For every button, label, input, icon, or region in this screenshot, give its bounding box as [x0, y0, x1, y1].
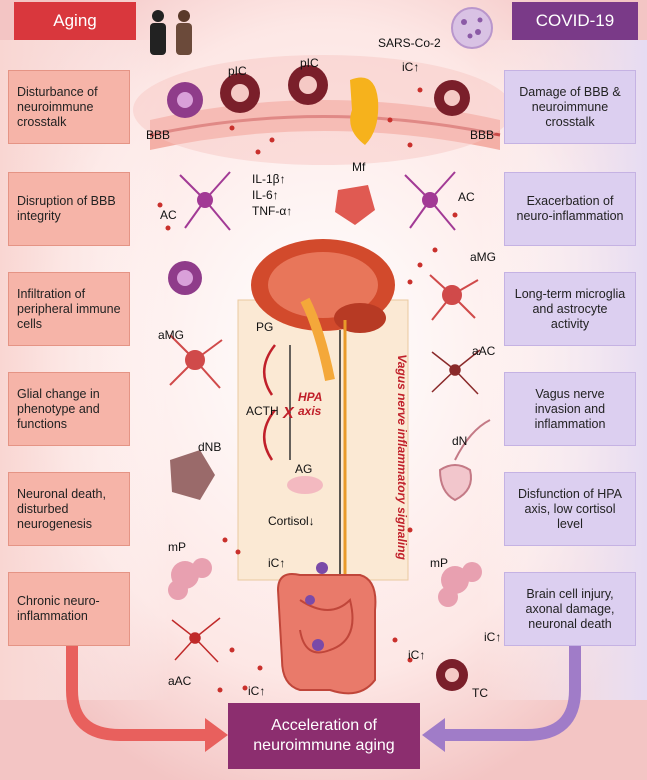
label-amg-right: aMG	[470, 250, 497, 264]
label-bbb-left: BBB	[146, 128, 171, 142]
label-acth: ACTH	[246, 404, 279, 418]
covid-item-6: Brain cell injury, axonal damage, neuron…	[504, 572, 636, 646]
aging-item-3: Infiltration of peripheral immune cells	[8, 272, 130, 346]
label-ic-mid-left: iC↑	[268, 556, 286, 570]
immune-cell-pic	[220, 73, 260, 113]
covid-item-3: Long-term microglia and astrocyte activi…	[504, 272, 636, 346]
immune-cell-left	[167, 82, 203, 118]
covid-item-5: Disfunction of HPA axis, low cortisol le…	[504, 472, 636, 546]
covid-item-1: Damage of BBB & neuroimmune crosstalk	[504, 70, 636, 144]
aging-item-2: Disruption of BBB integrity	[8, 172, 130, 246]
activated-astrocyte-right	[431, 349, 481, 395]
label-vagus: Vagus nerve inflammatory signaling	[395, 354, 409, 560]
aging-item-4: Glial change in phenotype and functions	[8, 372, 130, 446]
label-dnb: dNB	[198, 440, 222, 454]
label-amg-left: aMG	[158, 328, 185, 342]
macrophage-cell	[350, 77, 379, 145]
label-pic-2: pIC	[300, 56, 319, 70]
label-aac-right: aAC	[472, 344, 496, 358]
label-tc: TC	[472, 686, 488, 700]
cytokine-dots	[157, 87, 458, 693]
label-aac-left: aAC	[168, 674, 192, 688]
covid-flow-arrow	[445, 640, 581, 741]
aging-header: Aging	[14, 2, 136, 40]
macrophage-cluster-right	[438, 562, 482, 607]
label-ic-bottom: iC↑	[248, 684, 266, 698]
damaged-neuron-right	[438, 419, 491, 502]
aging-arrowhead	[205, 718, 228, 752]
aging-flow-arrow	[66, 640, 205, 741]
macrophage-cluster-left	[168, 558, 212, 600]
covid-item-2: Exacerbation of neuro-inflammation	[504, 172, 636, 246]
activated-microglia-right	[429, 274, 479, 321]
label-ic-low-right: iC↑	[408, 648, 426, 662]
degenerating-neuron-body	[170, 450, 215, 500]
sars-cov-2-virus-icon	[451, 7, 493, 49]
covid-item-4: Vagus nerve invasion and inflammation	[504, 372, 636, 446]
covid-header: COVID-19	[512, 2, 638, 40]
label-pic-1: pIC	[228, 64, 247, 78]
label-ag: AG	[295, 462, 313, 476]
activated-astrocyte-left	[171, 617, 221, 663]
activated-microglia-left	[169, 334, 223, 389]
brain-illustration	[251, 239, 395, 381]
label-ac-left: AC	[160, 208, 177, 222]
adrenal-gland	[287, 476, 323, 494]
label-il6: IL-6↑	[252, 188, 279, 202]
label-tnf: TNF-α↑	[252, 204, 293, 218]
label-ac-right: AC	[458, 190, 475, 204]
result-box: Acceleration of neuroimmune aging	[228, 703, 420, 769]
label-bbb-right: BBB	[470, 128, 495, 142]
label-dn: dN	[452, 434, 468, 448]
elderly-people-icon	[150, 10, 192, 55]
label-mf: Mf	[352, 160, 366, 174]
astrocyte-left	[179, 171, 231, 231]
astrocyte-right	[404, 171, 456, 231]
aging-item-6: Chronic neuro-inflammation	[8, 572, 130, 646]
aging-item-5: Neuronal death, disturbed neurogenesis	[8, 472, 130, 546]
label-ic-top: iC↑	[402, 60, 420, 74]
label-il1: IL-1β↑	[252, 172, 286, 186]
virus-gut-1-icon	[305, 562, 328, 651]
label-mp-right: mP	[430, 556, 448, 570]
covid-arrowhead	[422, 718, 445, 752]
t-cell	[436, 659, 468, 691]
label-sars: SARS-Co-2	[378, 36, 441, 50]
damaged-cell	[335, 185, 375, 225]
label-cortisol: Cortisol↓	[268, 514, 315, 528]
label-hpa: HPA axis	[298, 390, 322, 418]
label-ic-mid-right: iC↑	[484, 630, 502, 644]
aging-item-1: Disturbance of neuroimmune crosstalk	[8, 70, 130, 144]
gut-illustration	[276, 573, 377, 695]
label-pg: PG	[256, 320, 274, 334]
infiltrating-immune-cell	[168, 261, 202, 295]
label-hpa-x: X	[283, 405, 294, 422]
immune-cell-pic-2	[288, 65, 328, 105]
immune-cell-right	[434, 80, 470, 116]
label-mp-left: mP	[168, 540, 186, 554]
